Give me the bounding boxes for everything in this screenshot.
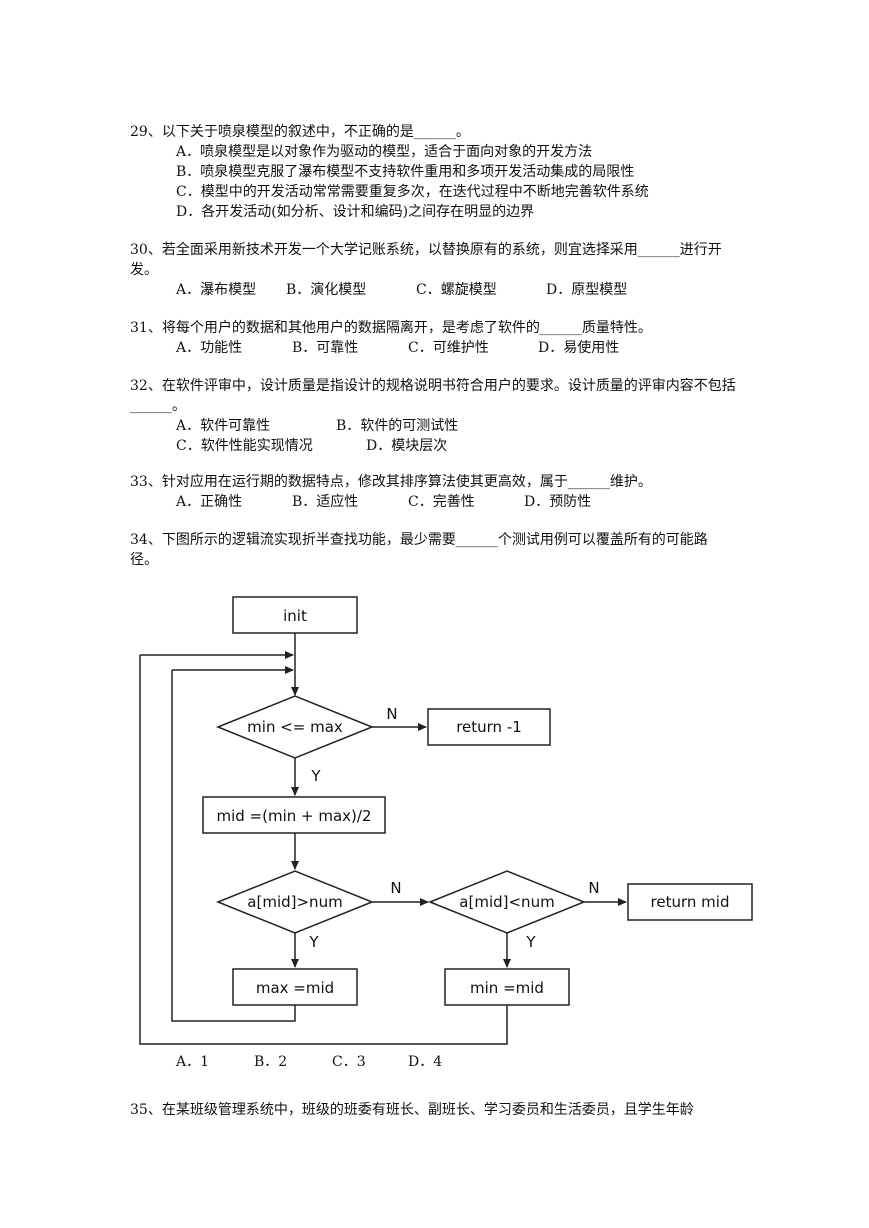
option-c: C．完善性: [408, 494, 475, 510]
option-b: B．适应性: [292, 494, 359, 510]
option-b: B．可靠性: [292, 340, 359, 356]
question-stem: 32、在软件评审中，设计质量是指设计的规格说明书符合用户的要求。设计质量的评审内…: [130, 378, 736, 414]
option-d: D．预防性: [524, 494, 592, 510]
option-b: B．软件的可测试性: [336, 418, 459, 434]
question-stem: 35、在某班级管理系统中，班级的班委有班长、副班长、学习委员和生活委员，且学生年…: [130, 1102, 694, 1118]
question-31: 31、将每个用户的数据和其他用户的数据隔离开，是考虑了软件的______质量特性…: [130, 318, 740, 358]
branch-n-label: N: [386, 705, 397, 723]
option-a: A．喷泉模型是以对象作为驱动的模型，适合于面向对象的开发方法: [176, 144, 593, 160]
option-d: D．原型模型: [546, 282, 628, 298]
mid-assign-label: mid =(min + max)/2: [216, 807, 371, 825]
option-a: A．1: [176, 1054, 210, 1070]
option-c: C．可维护性: [408, 340, 489, 356]
question-stem: 30、若全面采用新技术开发一个大学记账系统，以替换原有的系统，则宜选择采用___…: [130, 242, 722, 278]
mid-assign-box: [202, 796, 386, 834]
option-d: D．4: [408, 1054, 443, 1070]
option-c: C．螺旋模型: [416, 282, 497, 298]
question-29: 29、以下关于喷泉模型的叙述中，不正确的是______。 A．喷泉模型是以对象作…: [130, 122, 740, 222]
option-row: A．瀑布模型 B．演化模型 C．螺旋模型 D．原型模型: [130, 280, 730, 300]
question-34: 34、下图所示的逻辑流实现折半查找功能，最少需要______个测试用例可以覆盖所…: [130, 530, 730, 570]
question-32: 32、在软件评审中，设计质量是指设计的规格说明书符合用户的要求。设计质量的评审内…: [130, 376, 740, 456]
option-row: C．软件性能实现情况 D．模块层次: [130, 436, 740, 456]
option-a: A．功能性: [176, 340, 243, 356]
option-row: A．功能性 B．可靠性 C．可维护性 D．易使用性: [130, 338, 740, 358]
option-c: C．软件性能实现情况: [176, 438, 313, 454]
return-mid-box: [627, 883, 753, 921]
option-a: A．软件可靠性: [176, 418, 271, 434]
option-b: B．演化模型: [286, 282, 367, 298]
init-label: init: [283, 607, 307, 625]
question-stem: 33、针对应用在运行期的数据特点，修改其排序算法使其更高效，属于______维护…: [130, 474, 652, 490]
question-30: 30、若全面采用新技术开发一个大学记账系统，以替换原有的系统，则宜选择采用___…: [130, 240, 730, 300]
branch-y-label: Y: [308, 933, 319, 951]
question-33: 33、针对应用在运行期的数据特点，修改其排序算法使其更高效，属于______维护…: [130, 472, 740, 512]
option-row: A．软件可靠性 B．软件的可测试性: [130, 416, 740, 436]
branch-y-label: Y: [310, 767, 321, 785]
question-stem: 34、下图所示的逻辑流实现折半查找功能，最少需要______个测试用例可以覆盖所…: [130, 532, 708, 568]
option-b: B．喷泉模型克服了瀑布模型不支持软件重用和多项开发活动集成的局限性: [176, 164, 635, 180]
question-stem: 31、将每个用户的数据和其他用户的数据隔离开，是考虑了软件的______质量特性…: [130, 320, 652, 336]
option-d: D．模块层次: [366, 438, 448, 454]
option-c: C．3: [332, 1054, 366, 1070]
branch-n-label: N: [390, 879, 401, 897]
option-d: D．易使用性: [538, 340, 620, 356]
option-c: C．模型中的开发活动常常需要重复多次，在迭代过程中不断地完善软件系统: [176, 184, 649, 200]
min-assign-label: min =mid: [470, 979, 544, 997]
branch-y-label: Y: [525, 933, 536, 951]
cond-lt-label: a[mid]<num: [459, 893, 554, 911]
question-stem: 29、以下关于喷泉模型的叙述中，不正确的是______。: [130, 124, 470, 140]
return-minus-one-box: [427, 708, 551, 746]
option-d: D．各开发活动(如分析、设计和编码)之间存在明显的边界: [176, 204, 535, 220]
branch-n-label: N: [588, 879, 599, 897]
option-b: B．2: [254, 1054, 288, 1070]
return-mid-label: return mid: [651, 893, 730, 911]
option-a: A．正确性: [176, 494, 243, 510]
option-a: A．瀑布模型: [176, 282, 257, 298]
question-35: 35、在某班级管理系统中，班级的班委有班长、副班长、学习委员和生活委员，且学生年…: [130, 1100, 740, 1120]
return-minus-one-label: return -1: [456, 718, 522, 736]
cond-gt-label: a[mid]>num: [247, 893, 342, 911]
cond-min-le-max-label: min <= max: [247, 718, 343, 736]
binary-search-flowchart: init min <= max return -1 mid =(min + ma…: [139, 596, 753, 1045]
max-assign-label: max =mid: [256, 979, 334, 997]
option-row: A．正确性 B．适应性 C．完善性 D．预防性: [130, 492, 740, 512]
question-34-options: A．1 B．2 C．3 D．4: [176, 1051, 442, 1071]
